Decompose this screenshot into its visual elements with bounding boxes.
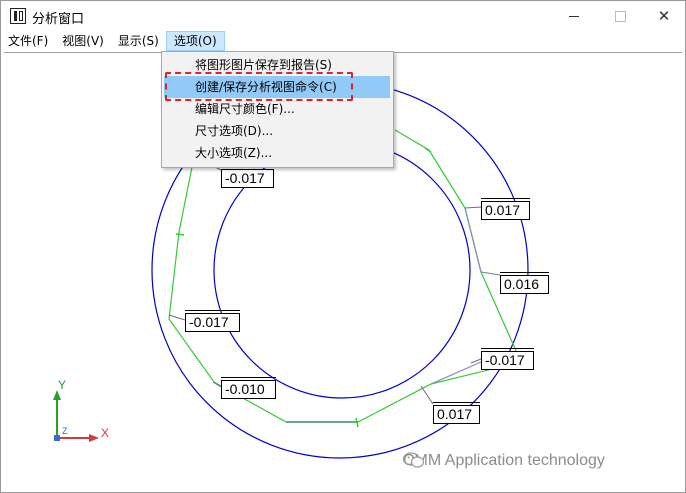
menu-file[interactable]: 文件(F) <box>8 34 49 48</box>
menu-item-size-options[interactable]: 大小选项(Z)... <box>195 146 273 160</box>
dimension-label[interactable]: -0.017 <box>481 348 534 370</box>
menu-view[interactable]: 视图(V) <box>62 34 104 48</box>
leader-line <box>464 206 483 209</box>
highlight-annotation <box>165 72 353 101</box>
menu-item-edit-dimension-color[interactable]: 编辑尺寸颜色(F)... <box>195 102 295 116</box>
dimension-label[interactable]: 0.017 <box>481 198 530 220</box>
menu-item-create-save-view-command[interactable]: 创建/保存分析视图命令(C) <box>164 76 390 98</box>
app-icon <box>10 8 26 24</box>
menu-display[interactable]: 显示(S) <box>117 34 159 48</box>
options-dropdown-menu: 将图形图片保存到报告(S) 创建/保存分析视图命令(C) 编辑尺寸颜色(F)..… <box>161 51 394 168</box>
maximize-button[interactable] <box>597 1 643 31</box>
title-bar: 分析窗口 ✕ <box>1 1 685 31</box>
close-icon: ✕ <box>657 6 671 25</box>
watermark: CMM Application technology <box>403 452 605 470</box>
leader-line <box>470 358 482 364</box>
axis-triad: Y X Z <box>53 378 109 442</box>
dimension-label[interactable]: 0.017 <box>433 402 480 424</box>
dimension-label[interactable]: -0.017 <box>185 310 240 332</box>
menu-options[interactable]: 选项(O) <box>165 31 225 51</box>
maximize-icon <box>614 10 626 22</box>
menu-bar: 文件(F) 视图(V) 显示(S) 选项(O) <box>1 31 685 51</box>
leader-line <box>168 314 186 321</box>
dimension-label[interactable]: 0.016 <box>500 272 549 294</box>
dimension-label[interactable]: -0.010 <box>221 377 276 399</box>
dimension-label[interactable]: -0.017 <box>221 166 274 188</box>
wechat-icon <box>403 452 425 468</box>
menu-item-dimension-options[interactable]: 尺寸选项(D)... <box>195 124 274 138</box>
leader-line <box>420 385 434 405</box>
window-title: 分析窗口 <box>32 12 85 27</box>
deviation-profile-purple <box>464 207 482 273</box>
close-button[interactable]: ✕ <box>641 1 686 31</box>
watermark-text: CMM Application technology <box>403 452 605 469</box>
minimize-button[interactable] <box>551 1 597 31</box>
axis-z-label: Z <box>62 426 68 436</box>
axis-x-label: X <box>101 426 109 440</box>
menu-item-save-image-to-report[interactable]: 将图形图片保存到报告(S) <box>195 58 332 72</box>
leader-line <box>480 271 501 276</box>
leader-line <box>212 381 222 388</box>
axis-y-label: Y <box>58 378 66 392</box>
minimize-icon <box>569 15 579 17</box>
